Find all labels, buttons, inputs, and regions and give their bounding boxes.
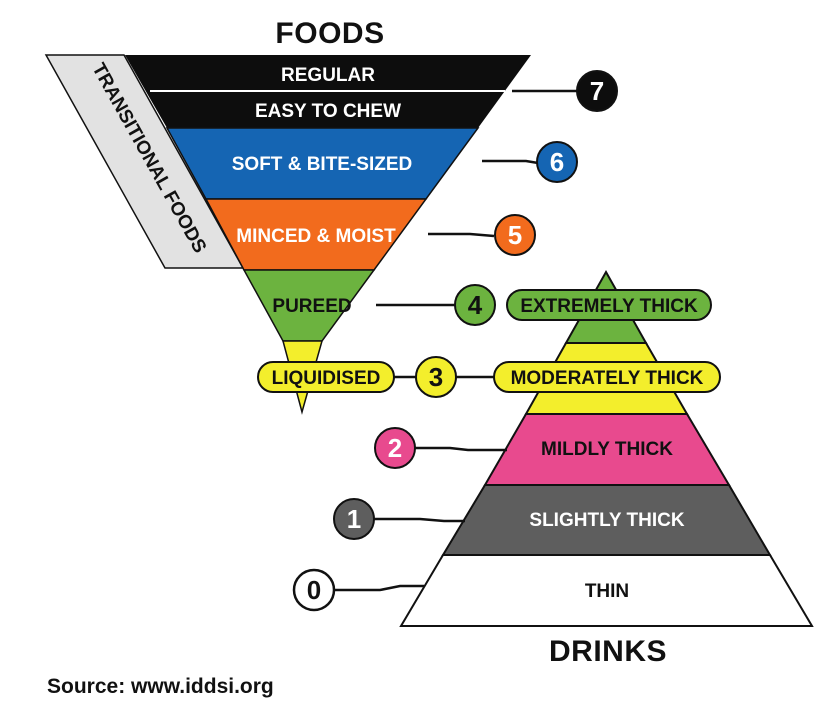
foods-level-7-regular-label: REGULAR [281, 65, 375, 86]
foods-level-3-pill: LIQUIDISED [257, 361, 395, 393]
level-7-number: 7 [590, 76, 604, 106]
foods-title: FOODS [275, 17, 384, 50]
drinks-level-4-pill: EXTREMELY THICK [506, 289, 712, 321]
level-4-number: 4 [468, 290, 483, 320]
level-7-marker: 7 [576, 70, 618, 112]
level-1-marker: 1 [333, 498, 375, 540]
level-1-number: 1 [347, 504, 361, 534]
foods-level-6-label: SOFT & BITE-SIZED [232, 154, 413, 175]
drinks-level-1-label: SLIGHTLY THICK [529, 510, 684, 531]
level-2-number: 2 [388, 433, 402, 463]
level-3-marker: 3 [415, 356, 457, 398]
level-2-marker: 2 [374, 427, 416, 469]
drinks-level-3-pill: MODERATELY THICK [493, 361, 721, 393]
level-6-marker: 6 [536, 141, 578, 183]
level-5-number: 5 [508, 220, 522, 250]
foods-level-4-label: PUREED [272, 296, 351, 317]
level-4-marker: 4 [454, 284, 496, 326]
drinks-title: DRINKS [549, 635, 667, 668]
level-3-number: 3 [429, 362, 443, 392]
foods-level-5-label: MINCED & MOIST [236, 226, 396, 247]
level-6-number: 6 [550, 147, 564, 177]
foods-level-3-label: LIQUIDISED [272, 368, 381, 389]
source-caption: Source: www.iddsi.org [47, 675, 274, 698]
drinks-level-2-label: MILDLY THICK [541, 439, 673, 460]
level-5-marker: 5 [494, 214, 536, 256]
drinks-level-0-label: THIN [585, 581, 629, 602]
level-0-marker: 0 [292, 568, 336, 612]
foods-level-7-easy-to-chew-label: EASY TO CHEW [255, 101, 401, 122]
level-0-number: 0 [307, 575, 321, 605]
drinks-level-4-label: EXTREMELY THICK [520, 296, 698, 317]
connector-lines [334, 89, 585, 592]
drinks-level-3-label: MODERATELY THICK [511, 368, 704, 389]
